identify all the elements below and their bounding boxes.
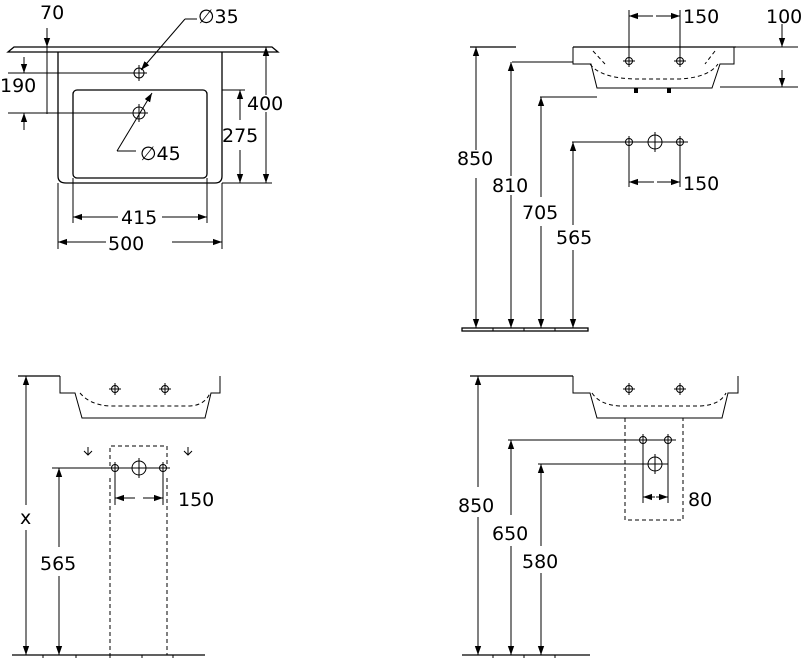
top-view: 70 190 ∅35 ∅45 400 275 415 500 [0, 2, 283, 255]
dim-190: 190 [0, 75, 36, 97]
dim-70: 70 [40, 2, 64, 24]
floor [461, 327, 589, 332]
dim-810: 810 [492, 175, 528, 197]
dim-diameter-45: ∅45 [140, 143, 181, 165]
pedestal-view: 150 x 565 [12, 375, 221, 658]
dim-580: 580 [522, 551, 558, 573]
side-elevation: 150 100 850 810 705 565 150 [457, 6, 802, 332]
dim-500: 500 [108, 233, 144, 255]
dim-850: 850 [457, 148, 493, 170]
dim-diameter-35: ∅35 [198, 6, 239, 28]
semipedestal-basin-outline [572, 376, 739, 419]
basin-top-edge [6, 46, 280, 53]
dim-80: 80 [688, 489, 712, 511]
dim-150-top: 150 [683, 6, 719, 28]
semipedestal-outline [624, 418, 684, 521]
dim-100: 100 [766, 6, 802, 28]
basin-outline [57, 52, 223, 184]
dim-705: 705 [522, 202, 558, 224]
dim-415: 415 [121, 207, 157, 229]
dim-850-semipedestal: 850 [458, 495, 494, 517]
basin-front-outline [572, 47, 735, 89]
bowl-outline [72, 89, 208, 179]
pedestal-outline [109, 445, 168, 655]
dim-x: x [20, 507, 31, 529]
dim-565-pedestal: 565 [40, 553, 76, 575]
dim-150-pedestal: 150 [178, 489, 214, 511]
semipedestal-view: 80 850 650 580 [458, 375, 739, 658]
dim-150-bottom: 150 [683, 173, 719, 195]
dim-275: 275 [222, 125, 258, 147]
dim-400: 400 [247, 93, 283, 115]
dim-565: 565 [556, 227, 592, 249]
pedestal-basin-outline [59, 376, 221, 419]
dim-650: 650 [492, 523, 528, 545]
